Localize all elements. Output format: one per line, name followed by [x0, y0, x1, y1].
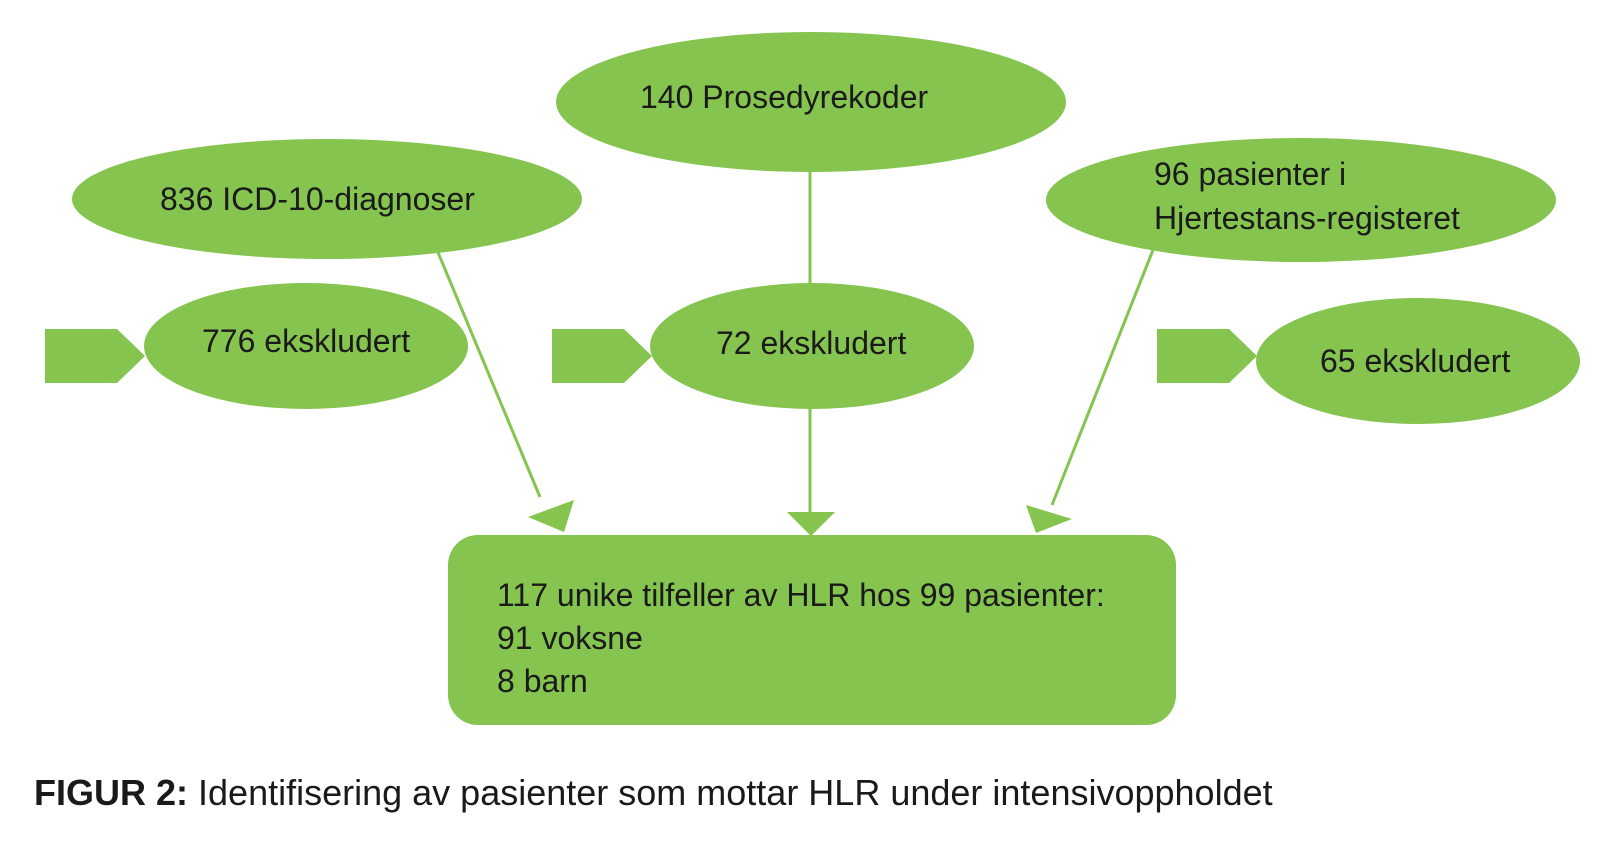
result-line-2: 91 voksne — [497, 620, 643, 656]
icd-label: 836 ICD-10-diagnoser — [160, 181, 475, 217]
excluded-left-label: 776 ekskludert — [202, 323, 410, 359]
registry-label-line2: Hjertestans-registeret — [1154, 200, 1460, 236]
caption-label: FIGUR 2: — [34, 772, 189, 813]
excluded-middle-label: 72 ekskludert — [716, 325, 906, 361]
exclusion-pointer-middle — [552, 329, 652, 383]
arrowhead-right — [1026, 505, 1072, 533]
arrowhead-middle — [787, 512, 835, 536]
exclusion-pointer-left — [45, 329, 145, 383]
connector-icd-to-result — [435, 249, 542, 498]
arrowhead-left — [528, 500, 574, 532]
figure-caption: FIGUR 2: Identifisering av pasienter som… — [34, 772, 1273, 814]
icd-ellipse — [72, 139, 582, 259]
exclusion-pointer-right — [1157, 329, 1257, 383]
registry-ellipse — [1046, 138, 1556, 262]
excluded-middle-ellipse — [650, 283, 974, 409]
procedure-ellipse — [556, 32, 1066, 172]
excluded-left-ellipse — [144, 283, 468, 409]
registry-label-line1: 96 pasienter i — [1154, 156, 1346, 192]
result-line-1: 117 unike tilfeller av HLR hos 99 pasien… — [497, 577, 1105, 613]
connector-registry-to-result — [1050, 249, 1155, 506]
procedure-label: 140 Prosedyrekoder — [640, 79, 929, 115]
caption-text: Identifisering av pasienter som mottar H… — [198, 772, 1273, 813]
result-line-3: 8 barn — [497, 663, 588, 699]
result-box — [448, 535, 1176, 725]
excluded-right-label: 65 ekskludert — [1320, 343, 1510, 379]
excluded-right-ellipse — [1256, 298, 1580, 424]
